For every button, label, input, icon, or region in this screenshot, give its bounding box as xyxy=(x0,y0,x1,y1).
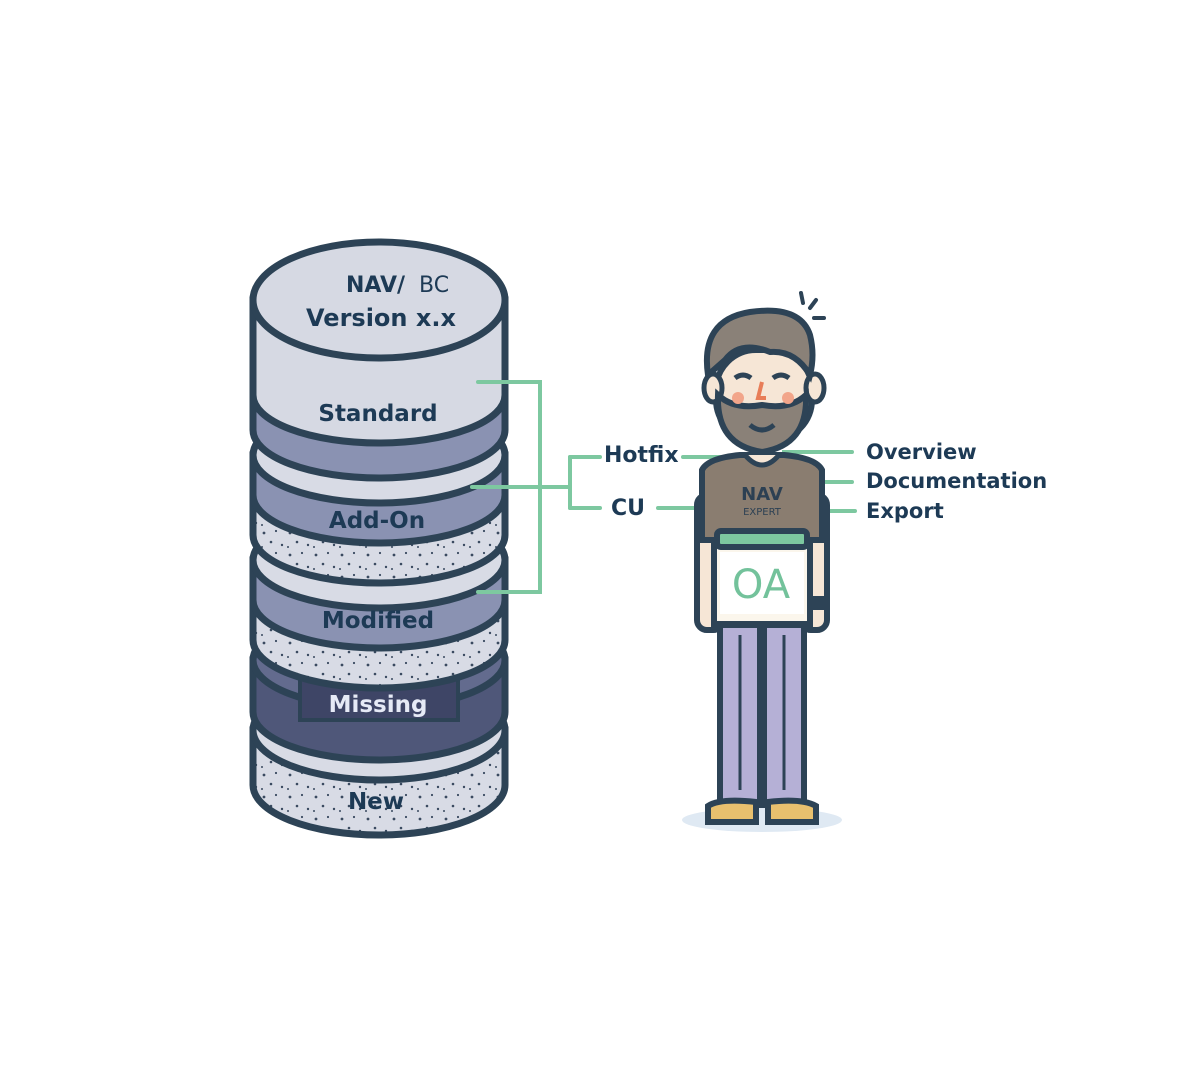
character-illustration: NAV EXPERT OA xyxy=(682,291,842,832)
right-cheek xyxy=(782,392,794,404)
db-title-version: Version x.x xyxy=(306,304,456,332)
label-modified: Modified xyxy=(322,608,434,634)
head xyxy=(701,307,827,456)
database-cylinder: NAV/ BC Version x.x Standard Add-On Modi… xyxy=(249,238,509,839)
label-missing: Missing xyxy=(329,692,428,718)
shoes xyxy=(705,797,819,825)
label-documentation: Documentation xyxy=(866,469,1047,493)
shirt-text-expert: EXPERT xyxy=(743,507,782,518)
right-eye xyxy=(771,372,791,381)
label-new: New xyxy=(348,789,404,815)
hair xyxy=(703,307,816,383)
label-standard: Standard xyxy=(318,401,437,427)
label-hotfix: Hotfix xyxy=(604,443,679,468)
left-cheek xyxy=(732,392,744,404)
oa-box xyxy=(711,528,813,627)
label-cu: CU xyxy=(611,496,645,521)
mouth xyxy=(748,422,776,433)
oa-box-label: OA xyxy=(732,562,791,608)
shirt xyxy=(699,452,825,543)
label-overview: Overview xyxy=(866,440,977,464)
db-title-nav: NAV/ xyxy=(346,273,406,298)
label-export: Export xyxy=(866,499,944,523)
neck xyxy=(743,453,781,468)
nose xyxy=(755,381,766,400)
shirt-text-nav: NAV xyxy=(741,484,783,505)
pants xyxy=(717,622,807,808)
beard xyxy=(714,388,810,456)
layer-standard xyxy=(249,238,509,482)
surprise-marks-icon xyxy=(799,291,826,320)
label-addon: Add-On xyxy=(329,508,425,534)
db-title-bc: BC xyxy=(419,273,449,298)
left-eye xyxy=(733,372,753,381)
